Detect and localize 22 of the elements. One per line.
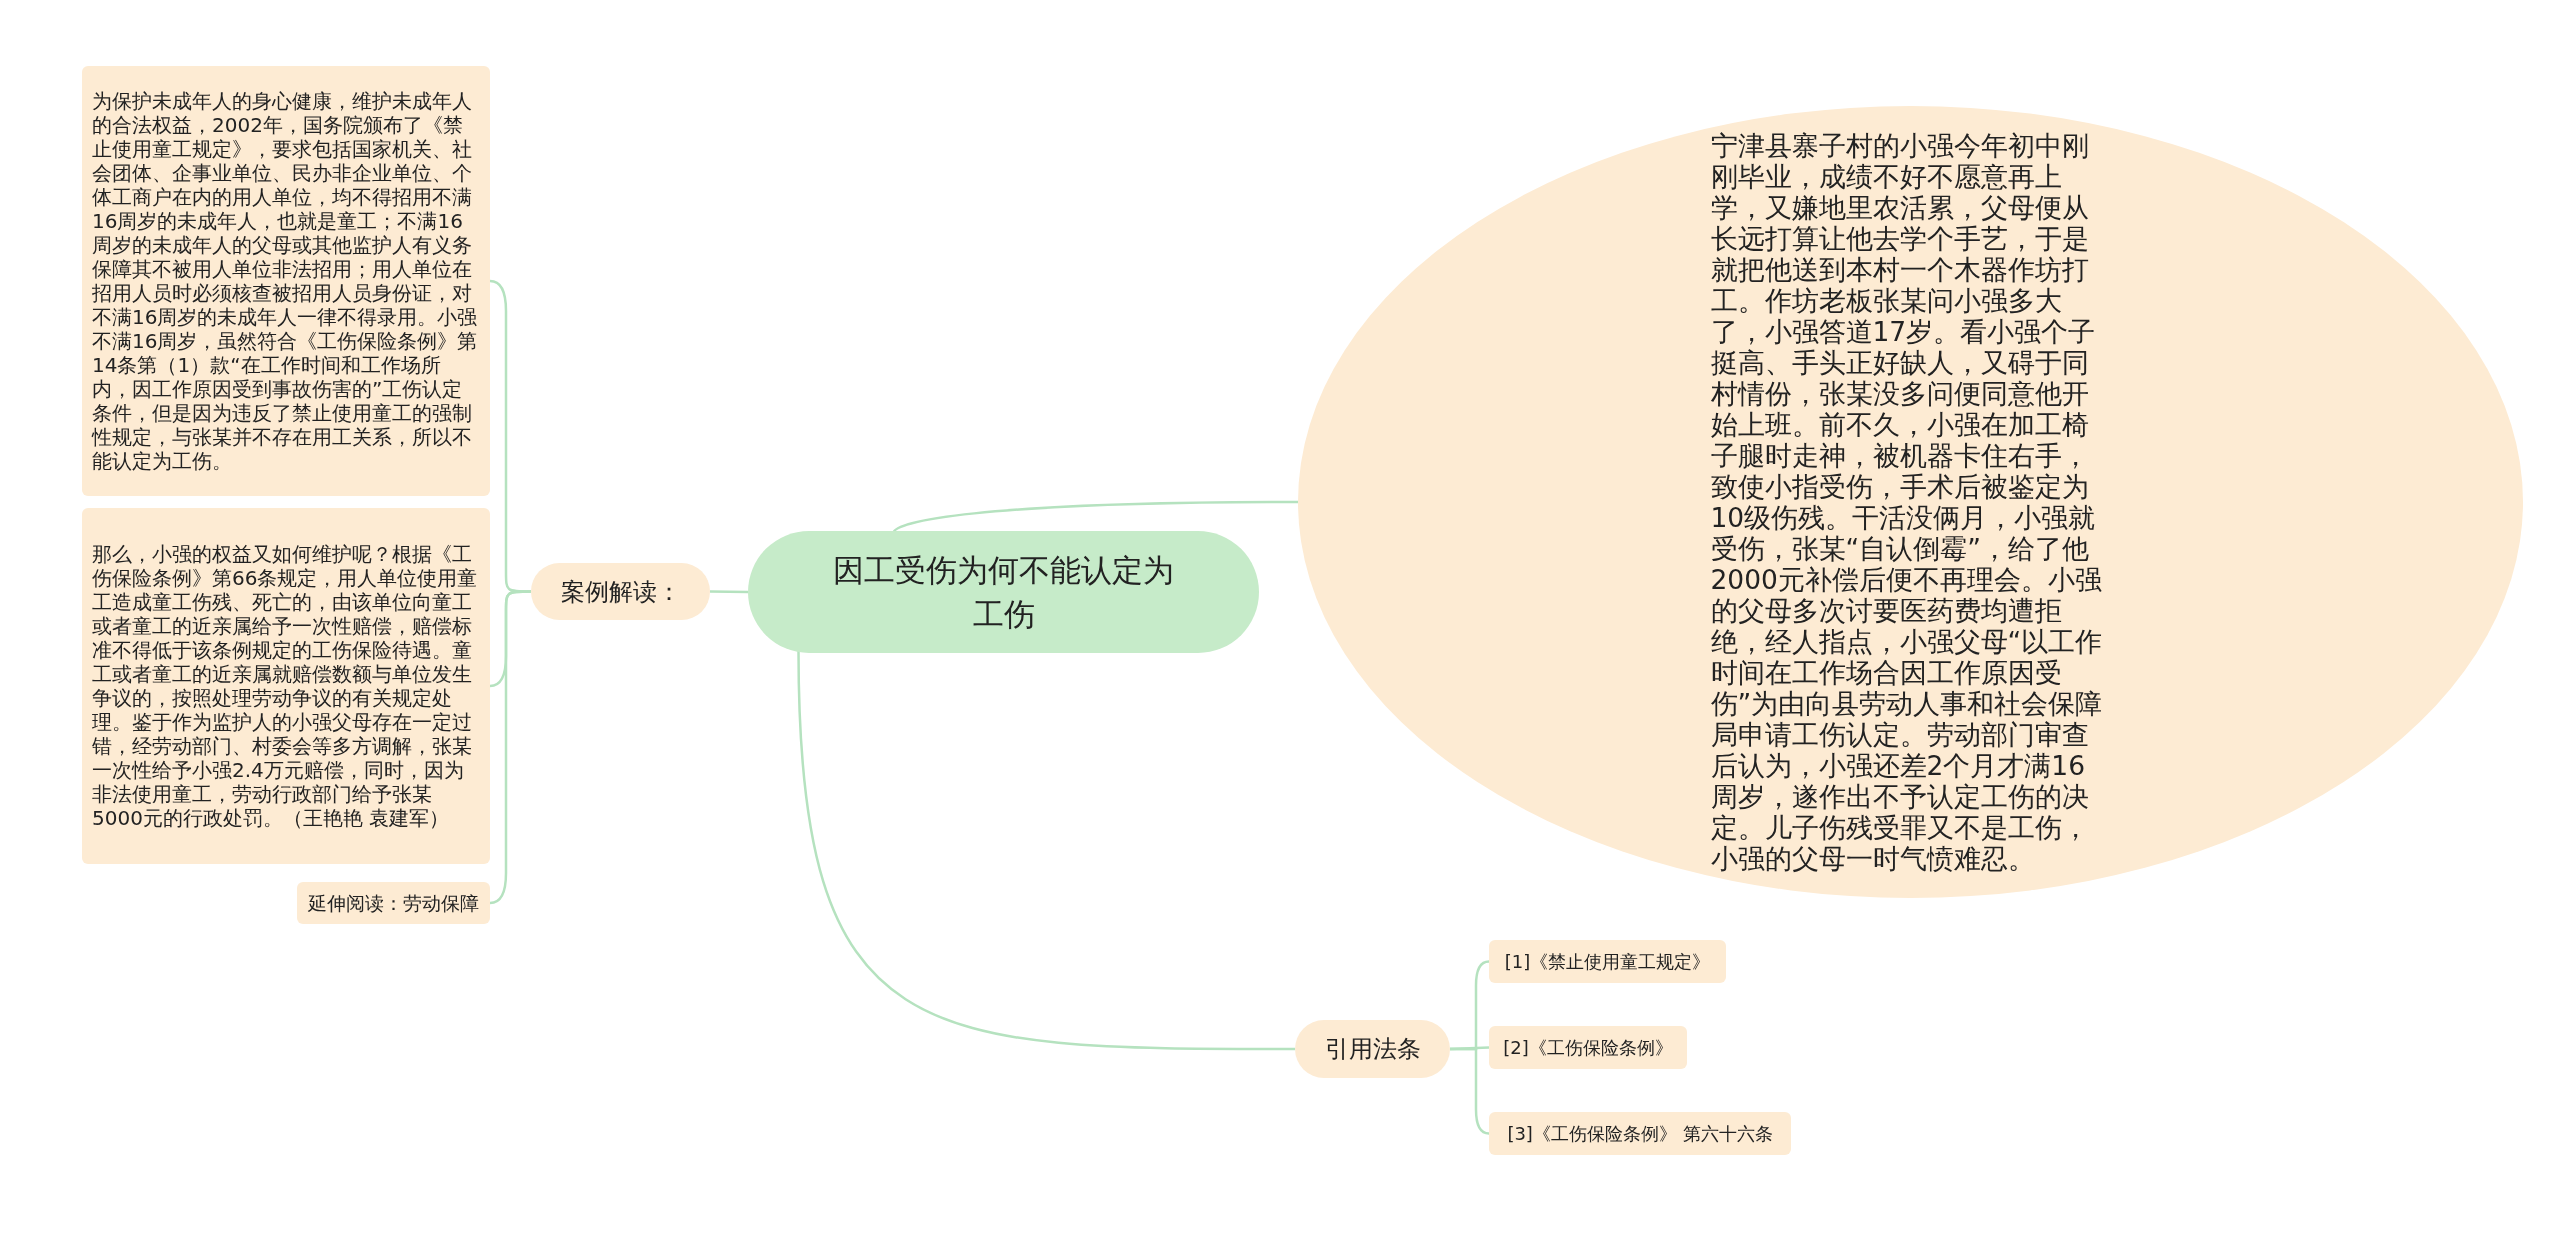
connector-line — [1450, 1047, 1490, 1135]
branch-topic — [531, 563, 710, 620]
connector-line — [489, 590, 531, 905]
note-text: 为保护未成年人的身心健康，维护未成年人的合法权益，2002年，国务院颁布了《禁止使用童工规定》，要求包括国家机关、社会团体、企事业单位、民办非企业单位、个体工商户在内的用人单位，均不得招用不满16周岁的未成年人，也就是童工；不满16周岁的未成年人的父母或其他监护人有义务保障其不被用人单位非法招用；用人单位在招用人员时必须核查被招用人员身份证，对不满16周岁的未成年人一律不得录用。小强不满16周岁，虽然符合《工伤保险条例》第14条第（1）款“在工作时间和工作场所内，因工作原因受到事故伤害的”工伤认定条件，但是因为违反了禁止使用童工的强制性规定，与张某并不存在用工关系，所以不能认定为工伤。 — [92, 89, 479, 473]
note-card — [297, 882, 490, 924]
note-text: [2]《工伤保险条例》 — [1503, 1035, 1673, 1060]
note-card — [1489, 1112, 1791, 1155]
note-text: [3]《工伤保险条例》 第六十六条 — [1507, 1121, 1773, 1146]
branch-label: 案例解读： — [560, 576, 681, 607]
connector-line — [892, 500, 1300, 534]
connector-line — [710, 590, 748, 594]
note-card — [82, 66, 490, 496]
note-text: 那么，小强的权益又如何维护呢？根据《工伤保险条例》第66条规定，用人单位使用童工造成童工伤残、死亡的，由该单位向童工或者童工的近亲属给予一次性赔偿，赔偿标准不得低于该条例规定的工伤保险待遇。童工或者童工的近亲属就赔偿数额与单位发生争议的，按照处理劳动争议的有关规定处理。鉴于作为监护人的小强父母存在一定过错，经劳动部门、村委会等多方调解，张某一次性给予小强2.4万元赔偿，同时，因为非法使用童工，劳动行政部门给予张某5000元的行政处罚。（王艳艳 袁建军） — [92, 542, 479, 830]
story-text: 宁津县寨子村的小强今年初中刚刚毕业，成绩不好不愿意再上学，又嫌地里农活累，父母便从长远打算让他去学个手艺，于是就把他送到本村一个木器作坊打工。作坊老板张某问小强多大了，小强答道17岁。看小强个子挺高、手头正好缺人，又碍于同村情份，张某没多问便同意他开始上班。前不久，小强在加工椅子腿时走神，被机器卡住右手，致使小指受伤，手术后被鉴定为10级伤残。干活没俩月，小强就受伤，张某“自认倒霉”，给了他2000元补偿后便不再理会。小强的父母多次讨要医药费均遭拒绝，经人指点，小强父母“以工作时间在工作场合因工作原因受伤”为由向县劳动人事和社会保障局申请工伤认定。劳动部门审查后认为，小强还差2个月才满16周岁，遂作出不予认定工伤的决定。儿子伤残受罪又不是工伤，小强的父母一时气愤难忍。 — [1710, 130, 2104, 874]
branch-label: 引用法条 — [1324, 1034, 1421, 1064]
note-text: 延伸阅读：劳动保障 — [308, 890, 479, 916]
note-card — [82, 508, 490, 864]
note-card — [1489, 1026, 1687, 1069]
note-card — [1489, 940, 1726, 983]
topic-title: 因工受伤为何不能认定为工伤 — [832, 551, 1175, 634]
connector-line — [797, 650, 1295, 1051]
note-text: [1]《禁止使用童工规定》 — [1504, 949, 1711, 974]
